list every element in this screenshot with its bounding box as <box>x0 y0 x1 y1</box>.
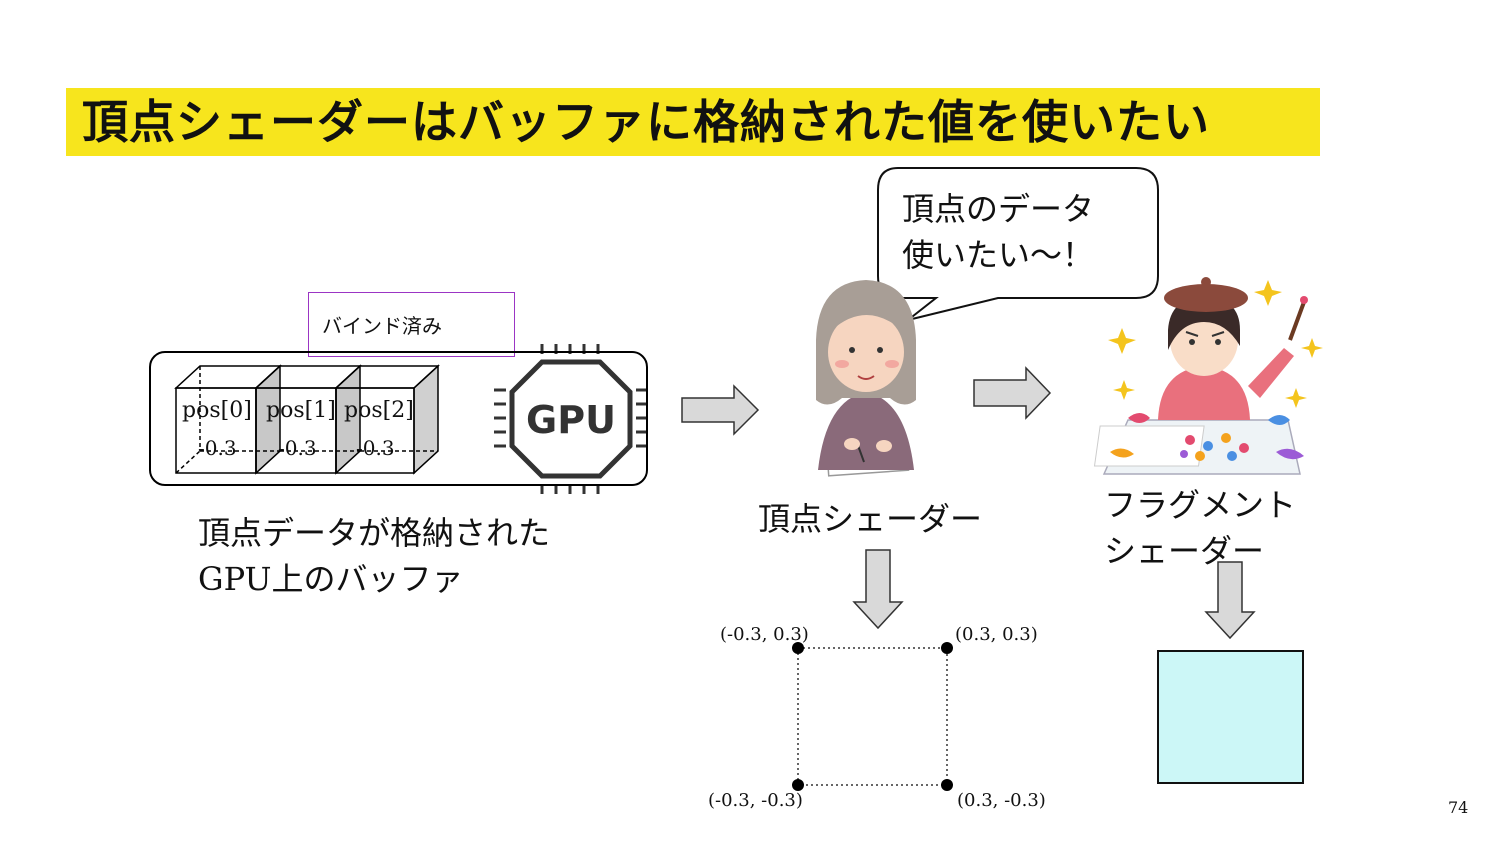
painter-illustration <box>1093 277 1323 475</box>
buffer-cell-2-name: pos[2] <box>344 398 414 423</box>
speech-bubble-text: 頂点のデータ 使いたい～！ <box>902 190 1095 274</box>
sparkle-stars <box>1108 280 1323 408</box>
vertex-top-right <box>941 642 953 654</box>
buffer-cell-0-value: -0.3 <box>198 436 237 460</box>
title-highlight <box>66 88 1320 156</box>
coord-top-left: (-0.3, 0.3) <box>720 624 809 645</box>
coord-bottom-right: (0.3, -0.3) <box>957 790 1046 811</box>
gpu-chip-icon: GPU <box>494 344 648 494</box>
arrow-fragment-shader-down <box>1204 561 1256 640</box>
vertex-points <box>792 642 953 791</box>
vertex-shader-label: 頂点シェーダー <box>758 500 983 538</box>
flowers <box>1180 433 1249 461</box>
coord-top-right: (0.3, 0.3) <box>955 624 1038 645</box>
vertex-square <box>797 647 948 786</box>
buffer-cell-2-value: -0.3 <box>356 436 395 460</box>
buffer-cell-1-value: -0.3 <box>278 436 317 460</box>
buffer-cell-0-name: pos[0] <box>182 398 252 423</box>
buffer-caption: 頂点データが格納された GPU上のバッファ <box>198 514 551 598</box>
grandmother-illustration <box>816 280 916 477</box>
arrows <box>681 366 1256 640</box>
arrow-vertex-shader-down <box>852 549 904 630</box>
arrow-vertex-to-fragment-shader <box>973 366 1052 420</box>
buffer-cell-1-name: pos[1] <box>266 398 336 423</box>
arrow-buffer-to-vertex-shader <box>681 384 760 436</box>
vertex-top-left <box>792 642 804 654</box>
vertex-bottom-right <box>941 779 953 791</box>
coord-bottom-left: (-0.3, -0.3) <box>708 790 803 811</box>
gpu-buffer-container <box>149 351 648 486</box>
fragment-shader-label: フラグメント シェーダー <box>1104 486 1297 570</box>
slide-title: 頂点シェーダーはバッファに格納された値を使いたい <box>82 95 1210 149</box>
bind-label: バインド済み <box>322 314 442 338</box>
gpu-chip-label: GPU <box>526 398 616 442</box>
bind-highlight-box <box>308 292 515 357</box>
page-number: 74 <box>1448 798 1469 817</box>
buffer-cubes <box>174 364 440 475</box>
speech-bubble <box>877 167 1159 321</box>
vertex-bottom-left <box>792 779 804 791</box>
fragment-output-square <box>1157 650 1304 784</box>
